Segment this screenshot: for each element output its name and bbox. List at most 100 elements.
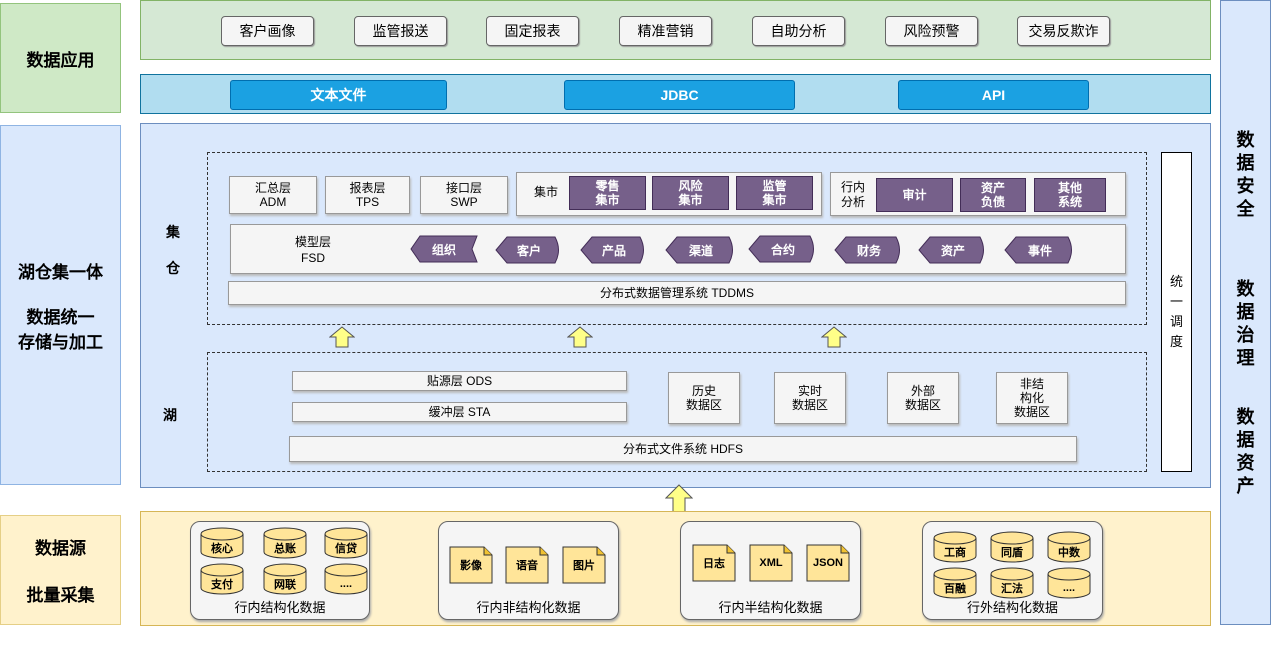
mart-retail: 零售集市 [569, 176, 646, 210]
analysis-label-line1: 行内 [840, 180, 865, 194]
arrow-up-icon [567, 326, 593, 348]
layer-fsd-line2: FSD [301, 251, 325, 265]
layer-hdfs-label: 分布式文件系统 HDFS [622, 442, 743, 456]
label-data-security: 数 据 安 全 [1221, 129, 1270, 221]
data-security-char1: 数 [1236, 130, 1255, 150]
zone-unstructured-line3: 数据区 [1013, 405, 1050, 419]
source-external-item-3-database-icon: 中数 [1047, 531, 1091, 563]
zone-unstructured: 非结构化数据区 [996, 372, 1068, 424]
subject-event-label: 事件 [1027, 243, 1052, 258]
interface-text-file-label: 文本文件 [310, 87, 367, 103]
source-semistructured-title-text: 行内半结构化数据 [718, 599, 823, 615]
unified-scheduling: 统 一 调 度 [1161, 152, 1192, 472]
zone-external-line1: 外部 [910, 384, 935, 398]
source-structured-item-3-label: 信贷 [335, 543, 357, 555]
mart-retail-line1: 零售 [595, 179, 620, 193]
app-fixed-report[interactable]: 固定报表 [486, 16, 579, 46]
layer-swp-line2: SWP [450, 195, 478, 209]
unified-scheduling-char2: 一 [1169, 294, 1183, 309]
lake-dashed-box [207, 352, 1147, 472]
source-group-structured-title: 行内结构化数据 [190, 597, 370, 615]
source-structured-title-text: 行内结构化数据 [234, 599, 326, 615]
source-structured-item-6-label: .... [339, 578, 353, 590]
source-structured-item-6-database-icon: .... [324, 563, 368, 595]
source-unstructured-item-2-label: 语音 [516, 560, 538, 572]
layer-tps-line2: TPS [355, 195, 380, 209]
layer-adm-line1: 汇总层 [254, 181, 291, 195]
arrow-up-icon [329, 326, 355, 348]
source-external-item-2-database-icon: 同盾 [990, 531, 1034, 563]
source-structured-item-3-database-icon: 信贷 [324, 527, 368, 559]
layer-swp-line1: 接口层 [445, 181, 482, 195]
data-governance-char2: 据 [1236, 302, 1255, 322]
interface-text-file[interactable]: 文本文件 [230, 80, 447, 110]
data-assets-char1: 数 [1236, 407, 1255, 427]
zone-realtime-line1: 实时 [797, 384, 822, 398]
mart-label-text: 集市 [533, 184, 558, 199]
source-external-item-4-label: 百融 [944, 583, 966, 595]
subject-organization-label: 组织 [431, 242, 456, 257]
data-security-char4: 全 [1236, 199, 1255, 219]
source-unstructured-item-3-document-icon: 图片 [562, 546, 606, 584]
source-structured-item-1-label: 核心 [211, 543, 233, 555]
mart-risk-line1: 风险 [678, 179, 703, 193]
source-semistructured-item-1-document-icon: 日志 [692, 544, 736, 582]
source-structured-item-4-label: 支付 [211, 579, 233, 591]
zone-history: 历史数据区 [668, 372, 740, 424]
label-data-assets: 数 据 资 产 [1221, 406, 1270, 498]
interface-jdbc-label: JDBC [660, 87, 699, 103]
app-self-analysis[interactable]: 自助分析 [752, 16, 845, 46]
app-anti-fraud[interactable]: 交易反欺诈 [1017, 16, 1110, 46]
mart-retail-line2: 集市 [595, 193, 620, 207]
app-self-analysis-label: 自助分析 [770, 23, 827, 39]
app-precision-marketing[interactable]: 精准营销 [619, 16, 712, 46]
source-external-item-6-label: .... [1062, 582, 1076, 594]
layer-tps: 报表层 TPS [325, 176, 410, 214]
layer-ods-label: 贴源层 ODS [426, 374, 493, 388]
subject-organization: 组织 [410, 235, 478, 263]
source-external-item-5-database-icon: 汇法 [990, 567, 1034, 599]
data-security-char2: 据 [1236, 153, 1255, 173]
unified-scheduling-char4: 度 [1169, 334, 1183, 349]
source-external-title-text: 行外结构化数据 [966, 599, 1058, 615]
layer-swp: 接口层 SWP [420, 176, 508, 214]
mart-label: 集市 [528, 182, 564, 200]
source-external-item-2-label: 同盾 [1001, 547, 1023, 559]
app-regulatory-report[interactable]: 监管报送 [354, 16, 447, 46]
interface-jdbc[interactable]: JDBC [564, 80, 795, 110]
layer-sta-label: 缓冲层 STA [428, 405, 491, 419]
analysis-asset-liability: 资产负债 [960, 178, 1026, 212]
app-anti-fraud-label: 交易反欺诈 [1028, 23, 1099, 39]
app-customer-profile[interactable]: 客户画像 [221, 16, 314, 46]
app-risk-warning[interactable]: 风险预警 [885, 16, 978, 46]
layer-tps-line1: 报表层 [349, 181, 386, 195]
source-semistructured-item-3-label: JSON [813, 557, 843, 569]
source-unstructured-title-text: 行内非结构化数据 [476, 599, 581, 615]
right-governance-column: 数 据 安 全 数 据 治 理 数 据 资 产 [1220, 0, 1271, 625]
label-lakehouse-line2: 数据统一 [26, 307, 95, 327]
source-external-item-3-label: 中数 [1058, 547, 1080, 559]
layer-tddms-label: 分布式数据管理系统 TDDMS [600, 286, 754, 300]
analysis-label: 行内 分析 [836, 178, 870, 212]
layer-adm-line2: ADM [259, 195, 287, 209]
data-governance-char4: 理 [1236, 348, 1255, 368]
source-semistructured-item-1-label: 日志 [703, 558, 725, 570]
layer-fsd-label: 模型层 FSD [280, 234, 346, 266]
source-structured-item-1-database-icon: 核心 [200, 527, 244, 559]
source-structured-item-5-label: 网联 [274, 579, 296, 591]
arrow-up-icon [821, 326, 847, 348]
source-group-semistructured-title: 行内半结构化数据 [680, 597, 861, 615]
mart-risk: 风险集市 [652, 176, 729, 210]
unified-scheduling-char3: 调 [1169, 314, 1183, 329]
analysis-other-systems-line1: 其他 [1057, 181, 1082, 195]
zone-external-line2: 数据区 [904, 398, 941, 412]
interface-api[interactable]: API [898, 80, 1089, 110]
zone-external: 外部数据区 [887, 372, 959, 424]
data-governance-char1: 数 [1236, 279, 1255, 299]
source-external-item-5-label: 汇法 [1001, 583, 1023, 595]
subject-product-label: 产品 [601, 243, 626, 258]
analysis-audit-line1: 审计 [902, 188, 927, 202]
subject-finance: 财务 [834, 236, 904, 264]
data-security-char3: 安 [1236, 176, 1255, 196]
zone-realtime: 实时数据区 [774, 372, 846, 424]
